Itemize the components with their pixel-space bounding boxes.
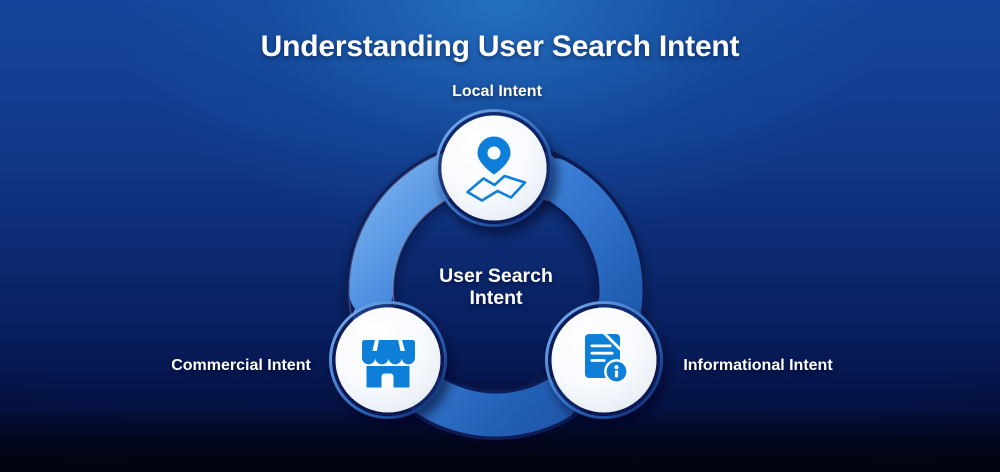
node-gap-ring [332, 304, 444, 416]
node-label-local-intent: Local Intent [452, 83, 542, 100]
storefront-icon [362, 339, 415, 388]
center-label-line1: User Search [439, 265, 553, 287]
node-halo-ring [435, 109, 553, 227]
node-label-informational-intent: Informational Intent [683, 357, 833, 374]
location-pin-map-icon [466, 136, 527, 202]
node-gap-ring [438, 112, 550, 224]
page-title: Understanding User Search Intent [260, 30, 740, 63]
document-info-icon [585, 330, 629, 384]
node-halo-ring [545, 301, 663, 419]
node-halo-ring [329, 301, 447, 419]
node-commercial-intent [329, 301, 447, 419]
node-informational-intent [545, 301, 663, 419]
diagram-center-label: User Search Intent [396, 265, 596, 309]
center-label-line2: Intent [469, 287, 523, 309]
node-label-commercial-intent: Commercial Intent [171, 357, 311, 374]
node-gap-ring [548, 304, 660, 416]
node-local-intent [435, 109, 553, 227]
